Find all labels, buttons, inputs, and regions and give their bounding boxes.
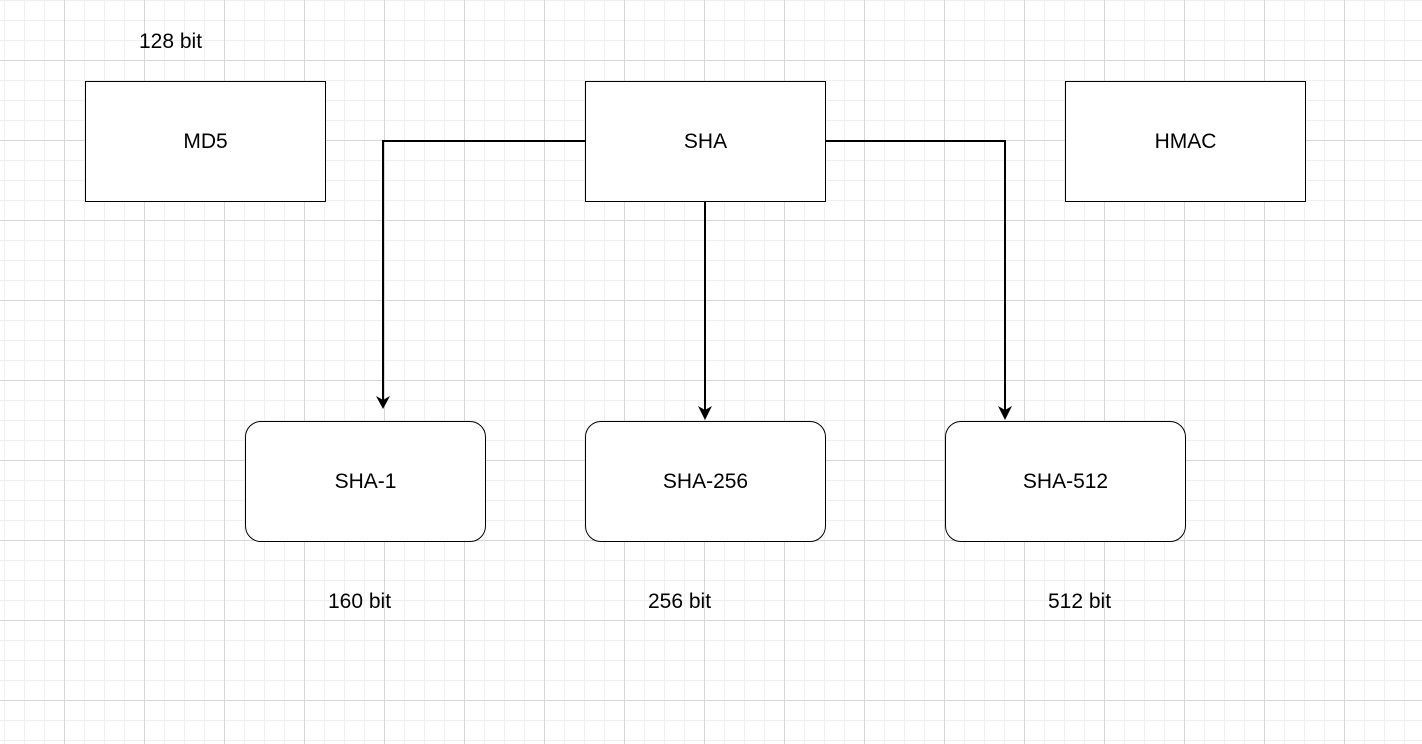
sha-node-label: SHA [683, 129, 728, 153]
arrowhead-sha512 [998, 406, 1012, 420]
sha1-node[interactable]: SHA-1 [245, 421, 486, 542]
sha512-size-label[interactable]: 512 bit [1048, 590, 1112, 613]
sha512-node[interactable]: SHA-512 [945, 421, 1186, 542]
edge-sha-to-sha1[interactable] [382, 140, 585, 407]
arrowhead-sha256 [698, 406, 712, 420]
sha-node[interactable]: SHA [585, 81, 826, 202]
md5-node[interactable]: MD5 [85, 81, 326, 202]
sha512-node-label: SHA-512 [1022, 469, 1109, 493]
hmac-node[interactable]: HMAC [1065, 81, 1306, 202]
hmac-node-label: HMAC [1154, 129, 1217, 153]
md5-size-label[interactable]: 128 bit [139, 30, 203, 53]
arrowhead-sha1 [376, 396, 390, 409]
sha1-size-label[interactable]: 160 bit [328, 590, 392, 613]
md5-node-label: MD5 [183, 129, 228, 153]
edge-sha-to-sha512[interactable] [825, 140, 1006, 417]
sha256-node[interactable]: SHA-256 [585, 421, 826, 542]
sha256-node-label: SHA-256 [662, 469, 749, 493]
sha256-size-label[interactable]: 256 bit [648, 590, 712, 613]
sha1-node-label: SHA-1 [334, 469, 397, 493]
